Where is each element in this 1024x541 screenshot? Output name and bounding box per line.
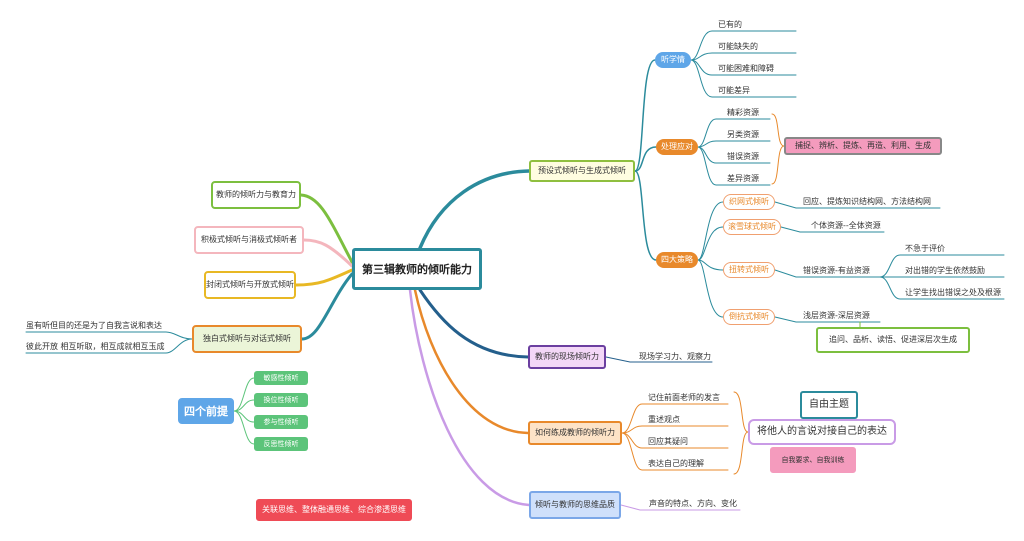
link-turn-sub-2 — [879, 276, 1005, 300]
free-topic[interactable]: 自由主题 — [800, 391, 858, 419]
link-center-closed — [294, 268, 354, 287]
link-preset-study — [634, 59, 656, 172]
link-dialog-note0 — [25, 331, 193, 340]
handle-summary[interactable]: 捕捉、辨析、提炼、再造、利用、生成 — [784, 137, 942, 155]
quality-text: 声音的特点、方向、变化 — [649, 499, 737, 508]
link-center-preset — [418, 169, 531, 250]
link-handle-3 — [697, 146, 771, 186]
strategy-turn-sub-0: 不急于评价 — [905, 244, 945, 253]
link-handle-0 — [697, 118, 771, 148]
link-train-1 — [621, 425, 729, 434]
premise-item-3[interactable]: 反思性倾听 — [254, 437, 308, 451]
link-strategy-3 — [697, 259, 724, 318]
link-turn-sub-0 — [879, 254, 1005, 278]
node-handle[interactable]: 处理应对 — [656, 139, 698, 155]
link-field-text — [605, 356, 713, 363]
study-item-0: 已有的 — [718, 20, 742, 29]
link-strategy-0 — [697, 201, 724, 261]
branch-train[interactable]: 如何练成教师的倾听力 — [528, 421, 622, 445]
link-strategy-1 — [697, 226, 724, 261]
link-preset-handle — [634, 146, 657, 172]
link-center-active — [302, 238, 354, 268]
strategy-snowball-text: 个体资源--全体资源 — [811, 221, 881, 230]
link-train-3 — [621, 432, 729, 471]
link-study-0 — [690, 30, 797, 61]
link-handle-brace — [771, 113, 785, 185]
thinking-box[interactable]: 关联思维、整体融通思维、综合渗透思维 — [256, 499, 412, 521]
link-center-train — [413, 288, 530, 435]
study-item-1: 可能缺失的 — [718, 42, 758, 51]
node-strategy[interactable]: 四大策略 — [656, 252, 698, 268]
free-topic-text[interactable]: 将他人的言说对接自己的表达 — [748, 419, 896, 445]
strategy-turn[interactable]: 扭转式倾听 — [723, 262, 775, 278]
branch-field[interactable]: 教师的现场倾听力 — [528, 345, 606, 369]
link-center-edu — [299, 193, 354, 264]
link-center-dialog — [300, 272, 354, 341]
link-train-brace — [733, 391, 749, 475]
link-strategy-resist-text — [774, 316, 881, 323]
study-item-3: 可能差异 — [718, 86, 750, 95]
strategy-web-text: 回应、提炼知识结构网、方法结构网 — [803, 197, 931, 206]
premise-item-1[interactable]: 换位性倾听 — [254, 393, 308, 407]
branch-dialog[interactable]: 独白式倾听与对话式倾听 — [192, 325, 302, 353]
study-item-2: 可能困难和障碍 — [718, 64, 774, 73]
strategy-web[interactable]: 织网式倾听 — [723, 194, 775, 210]
dialog-note-0: 虽有听但目的还是为了自我言说和表达 — [26, 321, 162, 330]
train-item-0: 记住前面老师的发言 — [648, 393, 720, 402]
strategy-snowball[interactable]: 滚雪球式倾听 — [723, 219, 781, 235]
center-topic[interactable]: 第三辑教师的倾听能力 — [352, 248, 482, 290]
branch-quality[interactable]: 倾听与教师的思维品质 — [529, 491, 621, 519]
strategy-turn-sub-2: 让学生找出错误之处及根源 — [905, 288, 1001, 297]
link-study-1 — [690, 52, 797, 61]
dialog-note-1: 彼此开放 相互听取，相互成就相互玉成 — [26, 342, 165, 351]
branch-active[interactable]: 积极式倾听与消极式倾听者 — [194, 226, 304, 254]
handle-item-1: 另类资源 — [727, 130, 759, 139]
link-premise-0 — [233, 377, 255, 412]
strategy-resist-extra[interactable]: 追问、品析、读悟、促进深层次生成 — [816, 327, 970, 353]
strategy-turn-sub-1: 对出错的学生依然鼓励 — [905, 266, 985, 275]
link-preset-strategy — [634, 170, 657, 261]
strategy-resist-text: 浅层资源-深层资源 — [803, 311, 870, 320]
branch-preset[interactable]: 预设式倾听与生成式倾听 — [529, 160, 635, 182]
train-item-2: 回应其疑问 — [648, 437, 688, 446]
link-handle-1 — [697, 140, 771, 148]
branch-closed[interactable]: 封闭式倾听与开放式倾听 — [204, 271, 296, 299]
link-strategy-2 — [697, 259, 724, 271]
train-item-1: 重述观点 — [648, 415, 680, 424]
train-item-3: 表达自己的理解 — [648, 459, 704, 468]
link-strategy-turn-text — [774, 269, 881, 278]
field-text: 现场学习力、观察力 — [639, 352, 711, 361]
handle-item-0: 精彩资源 — [727, 108, 759, 117]
self-requirement[interactable]: 自我要求、自我训练 — [770, 447, 856, 473]
link-premise-1 — [233, 399, 255, 412]
handle-item-2: 错误资源 — [727, 152, 759, 161]
branch-edu[interactable]: 教师的倾听力与教育力 — [211, 181, 301, 209]
link-strategy-web-text — [774, 201, 941, 209]
node-study[interactable]: 听学情 — [655, 52, 691, 68]
premise-item-0[interactable]: 敏感性倾听 — [254, 371, 308, 385]
premise-item-2[interactable]: 参与性倾听 — [254, 415, 308, 429]
premise-title[interactable]: 四个前提 — [178, 398, 234, 424]
strategy-resist[interactable]: 倒抗式倾听 — [723, 309, 775, 325]
handle-item-3: 差异资源 — [727, 174, 759, 183]
link-premise-3 — [233, 410, 255, 445]
link-dialog-note1 — [25, 338, 193, 354]
strategy-turn-text: 错误资源-有益资源 — [803, 266, 870, 275]
link-center-field — [418, 288, 530, 359]
link-center-quality — [408, 288, 531, 507]
link-study-3 — [690, 59, 797, 98]
link-quality-text — [620, 504, 741, 511]
link-train-0 — [621, 403, 729, 434]
link-strategy-snowball-text — [780, 226, 885, 233]
